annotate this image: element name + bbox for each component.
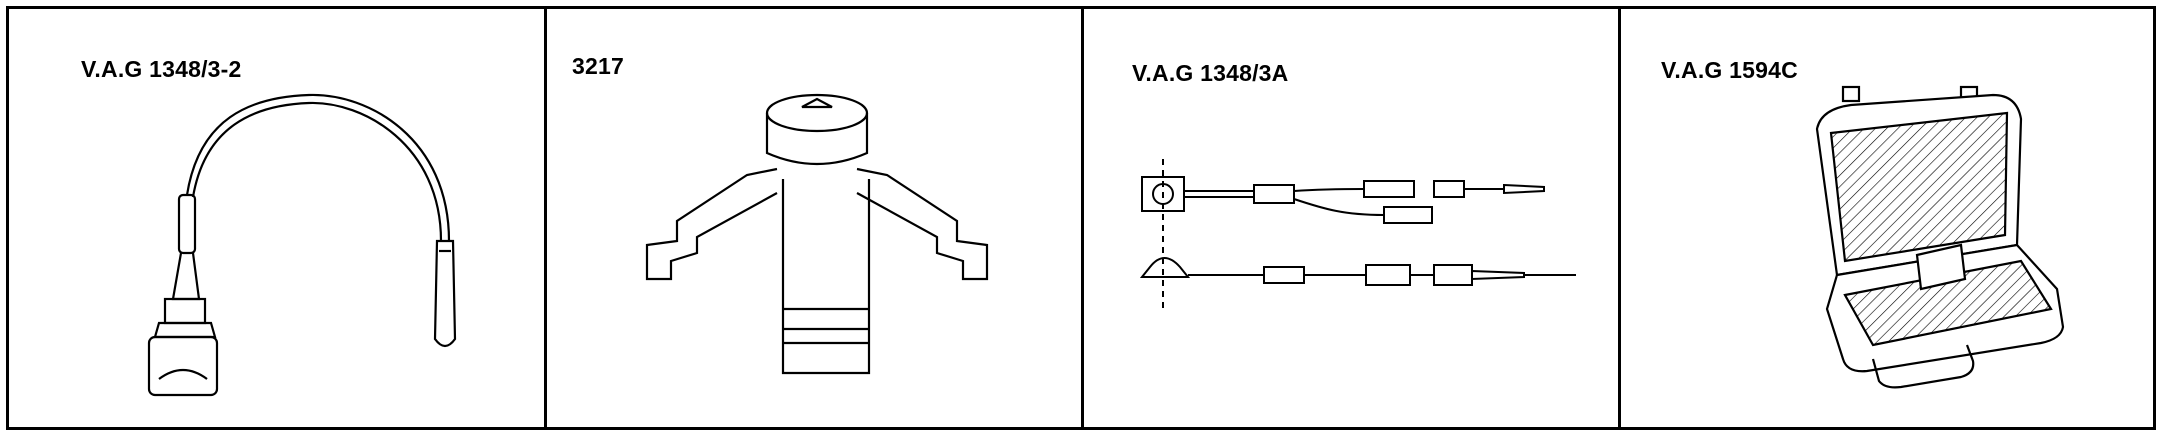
tool-cell-vag-1348-3-2: V.A.G 1348/3-2 (9, 9, 547, 427)
tool-cell-vag-1348-3a: V.A.G 1348/3A (1084, 9, 1621, 427)
tool-label: V.A.G 1348/3A (1132, 60, 1289, 86)
adapter-cable-icon (1139, 159, 1576, 309)
socket-wrench-icon (645, 93, 989, 375)
tool-case-icon (1815, 85, 2065, 389)
tool-cell-3217: 3217 (547, 9, 1084, 427)
tool-cell-vag-1594c: V.A.G 1594C (1621, 9, 2153, 427)
test-lead-icon (147, 93, 457, 397)
tool-label: V.A.G 1348/3-2 (81, 56, 242, 82)
tool-label: V.A.G 1594C (1661, 57, 1798, 83)
special-tools-table: V.A.G 1348/3-2 3217 (6, 6, 2156, 430)
tool-label: 3217 (572, 53, 624, 79)
